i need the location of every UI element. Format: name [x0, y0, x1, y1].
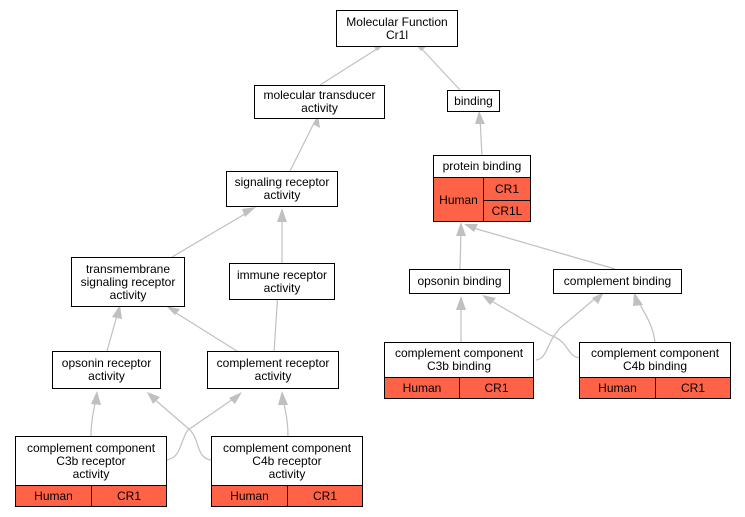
edge-transmembrane-to-signaling — [171, 210, 251, 258]
species-cell: Human — [434, 178, 484, 221]
edge-c3b-binding-to-complement-binding — [535, 295, 599, 361]
annotation-protein-binding: Human CR1 CR1L — [433, 177, 531, 222]
edges — [90, 46, 656, 461]
edge-complement-binding-to-protein-binding — [469, 226, 616, 270]
arrowhead-opsonin-binding-right — [482, 295, 496, 305]
species-cell: Human — [402, 381, 442, 395]
arrowhead-protein-binding-left — [456, 222, 466, 236]
node-complement-receptor[interactable]: complement receptor activity — [207, 351, 339, 389]
arrowheads — [91, 42, 643, 405]
node-complement-binding[interactable]: complement binding — [553, 269, 682, 294]
edge-c3b-receptor-to-complement-receptor — [165, 396, 237, 461]
annotation-c3b-binding: Human CR1 — [384, 377, 534, 399]
gene-cell[interactable]: CR1 — [91, 486, 166, 506]
edge-c4b-binding-to-complement-binding — [636, 298, 656, 343]
arrowhead-signaling-right — [277, 208, 287, 222]
node-c3b-receptor[interactable]: complement component C3b receptor activi… — [15, 436, 167, 486]
node-binding[interactable]: binding — [447, 90, 500, 112]
arrowhead-binding — [475, 111, 485, 124]
edge-opsonin-receptor-to-transmembrane — [106, 311, 119, 352]
edge-complement-receptor-to-transmembrane — [172, 310, 241, 354]
node-opsonin-binding[interactable]: opsonin binding — [409, 269, 510, 294]
species-cell: Human — [230, 489, 269, 503]
gene-cell[interactable]: CR1 — [494, 181, 519, 196]
node-opsonin-receptor[interactable]: opsonin receptor activity — [52, 351, 161, 389]
node-protein-binding[interactable]: protein binding — [433, 155, 531, 178]
node-signaling-receptor[interactable]: signaling receptor activity — [226, 171, 338, 207]
annotation-c3b-receptor: Human CR1 — [15, 485, 167, 507]
arrowhead-opsonin-receptor-right — [147, 392, 160, 404]
annotation-c4b-receptor: Human CR1 — [211, 485, 363, 507]
edge-protein-binding-to-binding — [479, 117, 483, 157]
species-cell: Human — [34, 489, 73, 503]
node-transmembrane-signaling-receptor[interactable]: transmembrane signaling receptor activit… — [71, 257, 185, 307]
gene-cell[interactable]: CR1 — [655, 378, 730, 398]
arrowhead-transmembrane-right — [166, 306, 180, 315]
node-c3b-binding[interactable]: complement component C3b binding — [384, 342, 534, 378]
edge-binding-to-root — [419, 46, 461, 91]
annotation-c4b-binding: Human CR1 — [579, 377, 731, 399]
edge-opsonin-binding-to-protein-binding — [459, 229, 462, 270]
arrowhead-protein-binding-right — [464, 224, 478, 232]
species-cell: Human — [598, 381, 637, 395]
arrowhead-complement-receptor-right — [278, 391, 288, 405]
edge-complement-receptor-to-immune — [273, 290, 279, 354]
edge-c4b-receptor-to-opsonin-receptor — [152, 397, 212, 461]
gene-cell[interactable]: CR1 — [459, 378, 533, 398]
arrowhead-opsonin-receptor-left — [91, 391, 101, 405]
edge-signaling-to-transducer — [289, 122, 315, 172]
node-molecular-function[interactable]: Molecular Function Cr1l — [336, 10, 458, 47]
node-immune-receptor[interactable]: immune receptor activity — [229, 263, 335, 300]
node-molecular-transducer[interactable]: molecular transducer activity — [254, 85, 385, 119]
node-c4b-receptor[interactable]: complement component C4b receptor activi… — [211, 436, 363, 486]
arrowhead-complement-binding-right — [633, 292, 643, 306]
arrowhead-signaling-left — [242, 207, 256, 217]
arrowhead-complement-receptor-left — [229, 392, 242, 404]
gene-cell[interactable]: CR1L — [484, 199, 530, 222]
arrowhead-transmembrane-left — [112, 305, 122, 319]
node-c4b-binding[interactable]: complement component C4b binding — [579, 342, 731, 378]
arrowhead-opsonin-binding-down — [456, 296, 466, 310]
edge-transducer-to-root — [319, 46, 381, 86]
gene-cell[interactable]: CR1 — [287, 486, 362, 506]
edge-c4b-binding-to-opsonin-binding — [487, 298, 581, 359]
arrowhead-complement-binding-left — [592, 292, 604, 304]
